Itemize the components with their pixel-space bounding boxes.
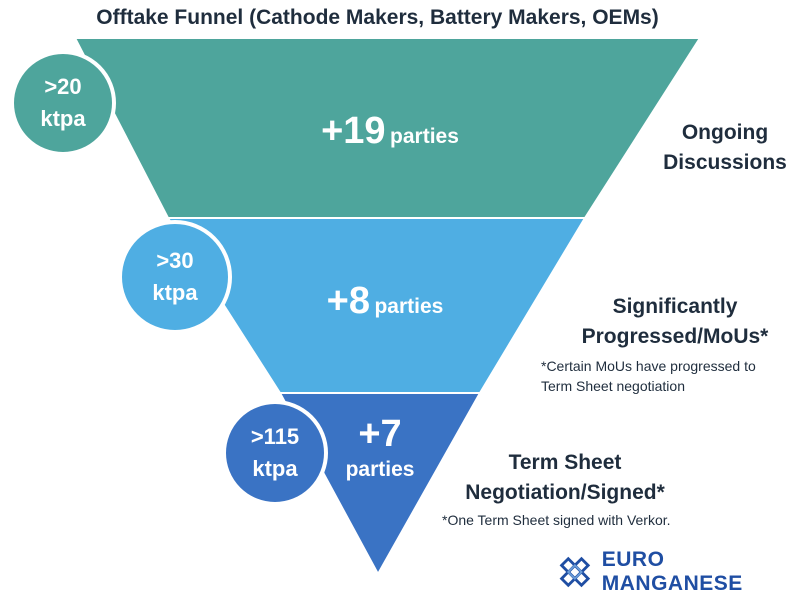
funnel-title: Offtake Funnel (Cathode Makers, Battery … bbox=[96, 6, 659, 29]
capacity-circle-middle: >30 ktpa bbox=[118, 220, 232, 334]
stage-bottom-note: *One Term Sheet signed with Verkor. bbox=[442, 510, 742, 530]
stage-bottom-label-line1: Term Sheet bbox=[508, 451, 622, 474]
stage-top-label-line2: Discussions bbox=[663, 151, 787, 174]
stage-middle-note: *Certain MoUs have progressed to Term Sh… bbox=[541, 356, 781, 396]
stage-top-unit: parties bbox=[390, 125, 459, 148]
stage-bottom-label-line2: Negotiation/Signed* bbox=[465, 481, 665, 504]
stage-bottom-value: +7 parties bbox=[330, 413, 430, 488]
stage-top-count: +19 bbox=[321, 110, 386, 152]
capacity-top-unit: ktpa bbox=[40, 106, 86, 131]
stage-bottom-label: Term Sheet Negotiation/Signed* bbox=[450, 448, 680, 508]
stage-top-label-line1: Ongoing bbox=[681, 121, 769, 144]
stage-middle-label-line1: Significantly bbox=[612, 295, 738, 318]
capacity-circle-bottom: >115 ktpa bbox=[222, 400, 328, 506]
stage-middle-count: +8 bbox=[326, 280, 370, 322]
stage-middle-label: Significantly Progressed/MoUs* bbox=[575, 292, 775, 352]
capacity-middle-unit: ktpa bbox=[152, 280, 198, 305]
stage-bottom-note-line1: *One Term Sheet signed with Verkor. bbox=[442, 512, 671, 528]
knot-logo-icon bbox=[559, 556, 591, 588]
capacity-circle-top: >20 ktpa bbox=[10, 50, 116, 156]
funnel-stage-bottom bbox=[278, 392, 482, 577]
stage-middle-unit: parties bbox=[374, 295, 444, 318]
euro-manganese-logo: EURO MANGANESE bbox=[556, 548, 800, 596]
logo-text: EURO MANGANESE bbox=[601, 548, 743, 595]
stage-bottom-count: +7 bbox=[358, 413, 402, 455]
stage-middle-note-line2: Term Sheet negotiation bbox=[541, 378, 685, 394]
capacity-bottom-value: >115 bbox=[250, 424, 300, 449]
capacity-bottom-unit: ktpa bbox=[252, 456, 298, 481]
stage-top-value: +19 parties bbox=[290, 110, 490, 153]
stage-top-label: Ongoing Discussions bbox=[650, 118, 800, 178]
capacity-middle-value: >30 bbox=[156, 248, 194, 273]
stage-middle-value: +8 parties bbox=[285, 280, 485, 323]
capacity-top-value: >20 bbox=[44, 74, 82, 99]
stage-bottom-unit: parties bbox=[345, 458, 415, 481]
stage-middle-note-line1: *Certain MoUs have progressed to bbox=[541, 358, 756, 374]
stage-middle-label-line2: Progressed/MoUs* bbox=[581, 325, 769, 348]
